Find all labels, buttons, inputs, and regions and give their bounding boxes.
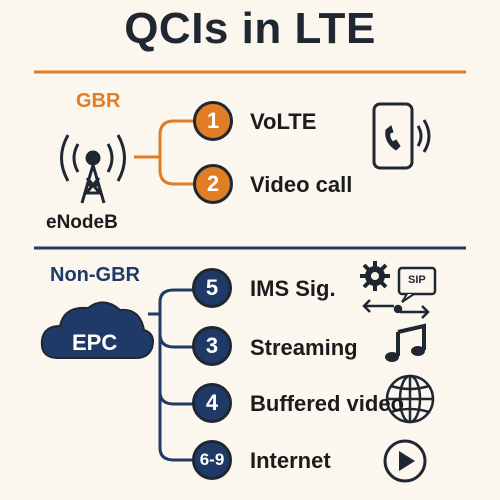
qci-label: Internet [250,448,331,473]
qci-label: Buffered video [250,391,405,416]
phone-call-icon [372,102,431,170]
music-note-icon [385,323,426,362]
sip-text: SIP [408,274,426,286]
qci-badge: 5 [192,268,232,308]
page-title: QCIs in LTE [124,4,376,53]
epc-label: EPC [72,330,118,355]
cloud-icon [40,301,154,359]
enodeb-label: eNodeB [46,212,118,233]
globe-icon [385,374,435,424]
qci-badge: 6-9 [192,440,232,480]
gbr-connectors [134,119,195,186]
qci-badge: 2 [193,164,233,204]
non-gbr-section-label: Non-GBR [50,264,140,286]
qci-label: Video call [250,172,353,197]
qci-badge: 1 [193,101,233,141]
play-icon [383,439,427,483]
gbr-section-label: GBR [76,90,121,112]
cell-tower-icon [60,134,126,204]
qci-badge: 3 [192,326,232,366]
sip-signaling-icon [360,261,437,319]
qci-label: VoLTE [250,109,317,134]
qci-label: Streaming [250,335,358,360]
qci-badge: 4 [192,383,232,423]
qci-label: IMS Sig. [250,276,336,301]
non-gbr-connectors [148,288,193,462]
